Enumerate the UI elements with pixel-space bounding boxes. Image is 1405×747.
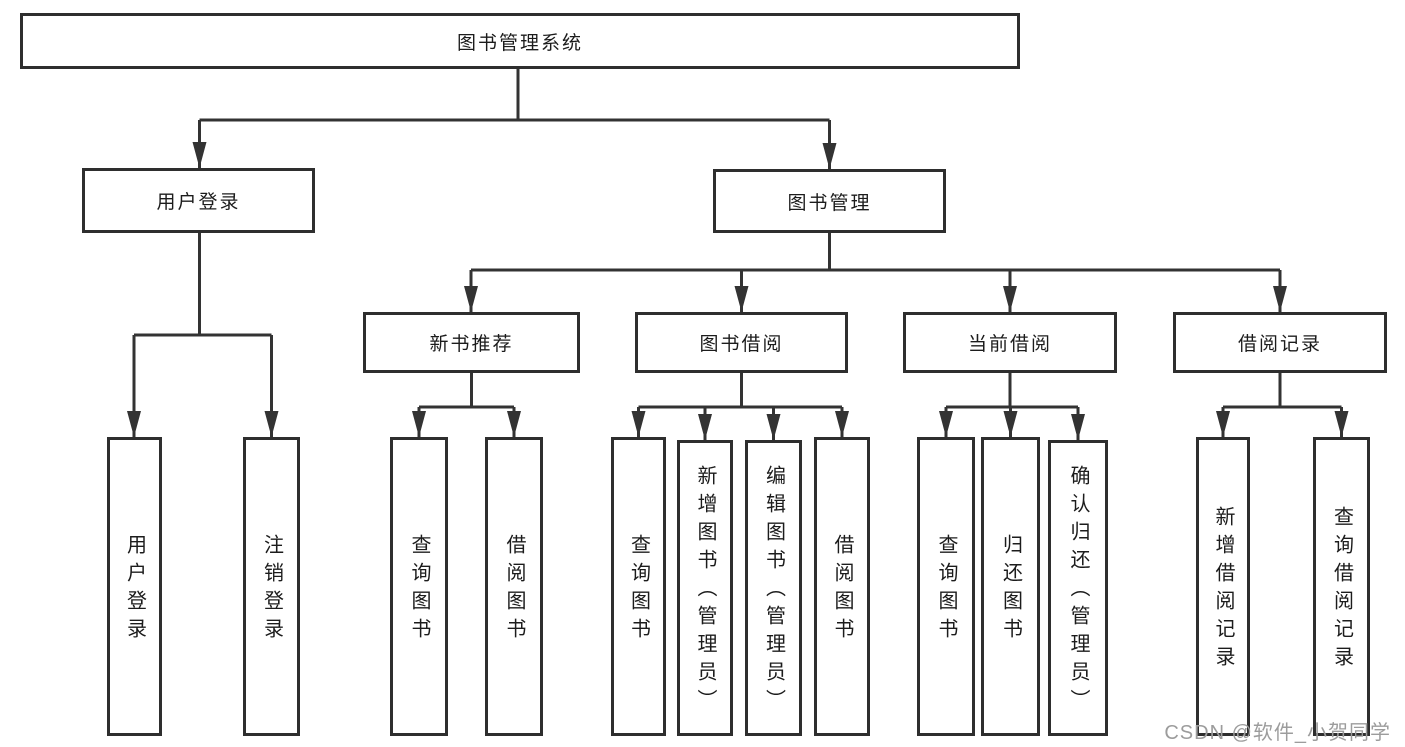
node-label: 图书借阅 bbox=[699, 334, 784, 355]
node-label: 新增借阅记录 bbox=[1212, 505, 1234, 674]
node-leaf-user-login: 用户登录 bbox=[107, 437, 162, 736]
node-current-borrowing: 当前借阅 bbox=[903, 312, 1117, 373]
node-leaf-return-book: 归还图书 bbox=[981, 437, 1040, 736]
node-new-book-recommend: 新书推荐 bbox=[363, 312, 580, 373]
node-leaf-borrow-books: 借阅图书 bbox=[814, 437, 870, 736]
node-label: 用户登录 bbox=[123, 533, 146, 646]
node-label: 借阅记录 bbox=[1237, 334, 1322, 355]
node-label: 查询借阅记录 bbox=[1330, 505, 1353, 674]
node-label: 图书管理系统 bbox=[456, 32, 583, 54]
node-library-system: 图书管理系统 bbox=[20, 13, 1020, 69]
node-label: 编辑图书（管理员） bbox=[762, 465, 785, 717]
node-label: 用户登录 bbox=[156, 192, 241, 213]
node-label: 新增图书（管理员） bbox=[694, 465, 716, 717]
node-book-borrowing: 图书借阅 bbox=[635, 312, 848, 373]
node-label: 借阅图书 bbox=[503, 533, 525, 646]
node-leaf-add-borrow-record: 新增借阅记录 bbox=[1196, 437, 1250, 736]
node-leaf-edit-book-admin: 编辑图书（管理员） bbox=[745, 440, 802, 736]
node-label: 注销登录 bbox=[260, 533, 283, 646]
node-leaf-confirm-return-admin: 确认归还（管理员） bbox=[1048, 440, 1108, 736]
node-leaf-add-book-admin: 新增图书（管理员） bbox=[677, 440, 733, 736]
csdn-watermark: CSDN @软件_小贺同学 bbox=[1164, 722, 1391, 744]
node-leaf-query-books-current: 查询图书 bbox=[917, 437, 975, 736]
node-label: 图书管理 bbox=[787, 192, 872, 214]
node-leaf-query-books-recommend: 查询图书 bbox=[390, 437, 448, 736]
node-label: 归还图书 bbox=[999, 533, 1022, 646]
node-borrow-records: 借阅记录 bbox=[1173, 312, 1387, 373]
node-label: 确认归还（管理员） bbox=[1067, 465, 1089, 717]
node-label: 查询图书 bbox=[627, 533, 650, 646]
node-book-management: 图书管理 bbox=[713, 169, 946, 233]
node-label: 借阅图书 bbox=[831, 533, 853, 646]
node-leaf-query-books-borrow: 查询图书 bbox=[611, 437, 666, 736]
node-user-login: 用户登录 bbox=[82, 168, 315, 233]
node-leaf-query-borrow-record: 查询借阅记录 bbox=[1313, 437, 1370, 736]
node-leaf-borrow-books-recommend: 借阅图书 bbox=[485, 437, 543, 736]
node-label: 查询图书 bbox=[935, 533, 957, 646]
node-leaf-logout: 注销登录 bbox=[243, 437, 300, 736]
node-label: 当前借阅 bbox=[967, 334, 1052, 355]
node-label: 新书推荐 bbox=[429, 334, 514, 355]
node-label: 查询图书 bbox=[408, 533, 430, 646]
